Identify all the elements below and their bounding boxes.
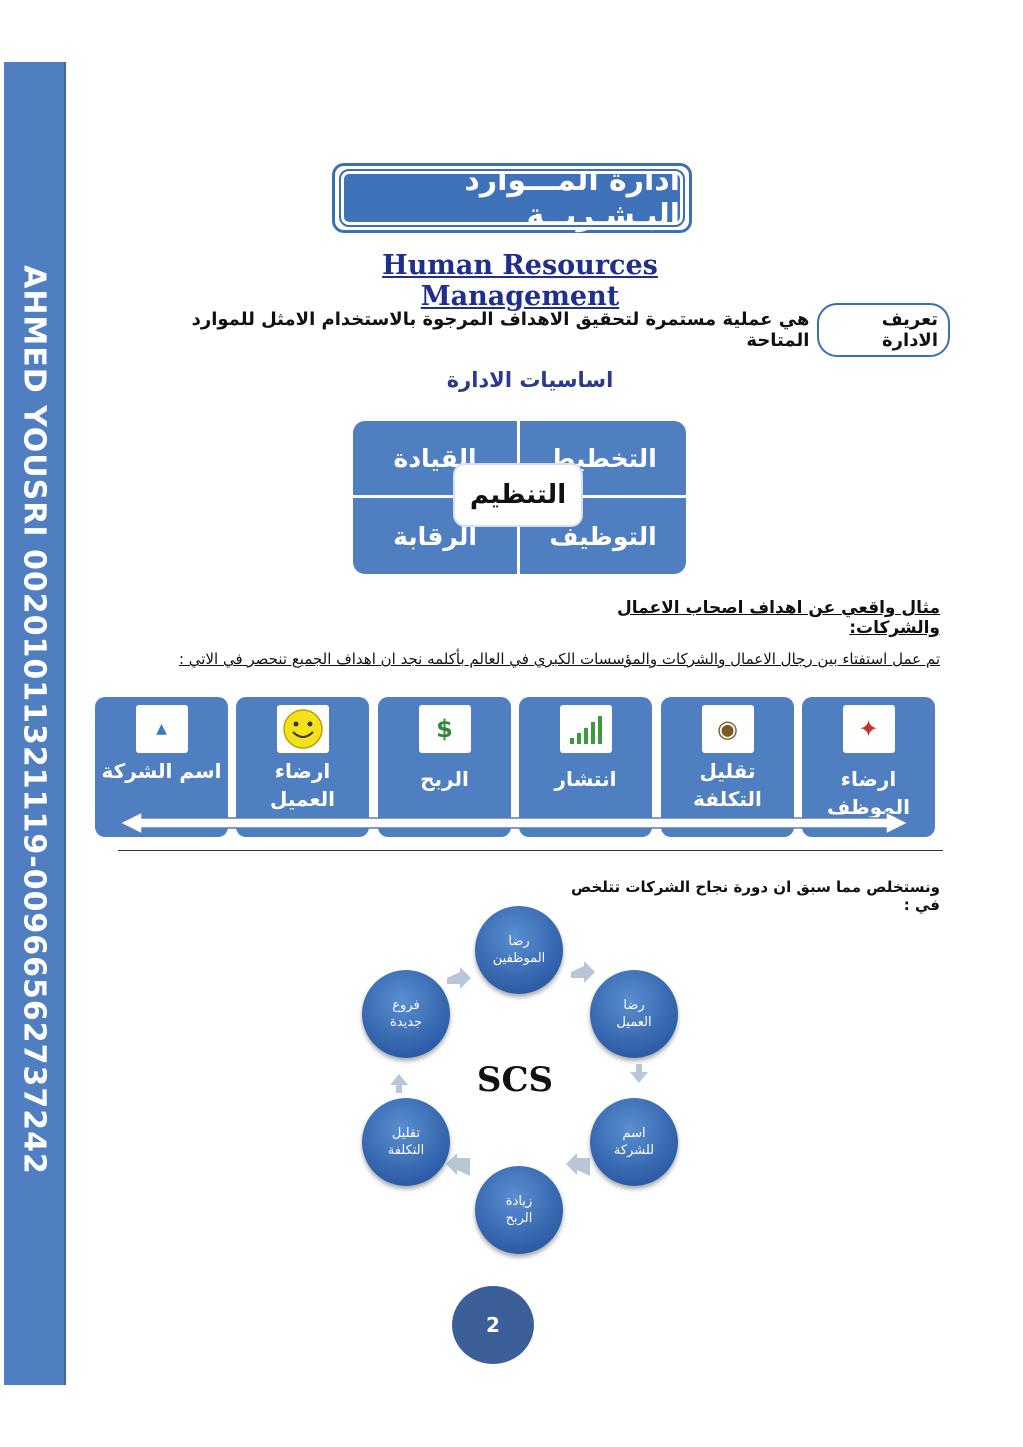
page-number: 2 [452, 1286, 534, 1364]
definition-label: تعريف الادارة [817, 303, 950, 357]
goal-company-name: ▲ اسم الشركة [95, 697, 228, 837]
goal-cost-reduction: ◉ تقليل التكلفة [661, 697, 794, 837]
cycle-center-label: SCS [476, 1060, 554, 1100]
smiley-icon [276, 705, 329, 753]
page-title: ادارة المـــوارد البـشـريــة [339, 163, 685, 233]
growth-chart-icon [559, 705, 612, 753]
goal-employee-satisfaction: ✦ ارضاء الموظف [802, 697, 935, 837]
success-icon: ▲ [135, 705, 188, 753]
goal-profit: $ الربح [378, 697, 511, 837]
double-arrow [118, 810, 910, 836]
basics-title: اساسيات الادارة [446, 368, 614, 392]
basics-organizing: التنظيم [455, 465, 581, 525]
definition-row: تعريف الادارة هي عملية مستمرة لتحقيق الا… [180, 303, 950, 357]
basics-control: الرقابة [353, 498, 517, 574]
money-bag-icon: ◉ [701, 705, 754, 753]
money-icon: $ [418, 705, 471, 753]
person-icon: ✦ [842, 705, 895, 753]
definition-text: هي عملية مستمرة لتحقيق الاهداف المرجوة ب… [191, 309, 810, 351]
goal-expansion: انتشار [519, 697, 652, 837]
example-title: مثال واقعي عن اهداف اصحاب الاعمال والشرك… [616, 598, 940, 638]
summary-text: ونستخلص مما سبق ان دورة نجاح الشركات تتل… [571, 878, 940, 914]
goal-customer-satisfaction: ارضاء العميل [236, 697, 369, 837]
divider [118, 850, 943, 851]
english-title: Human Resources Management [382, 250, 658, 312]
side-band [4, 62, 66, 1385]
survey-text: تم عمل استفتاء بين رجال الاعمال والشركات… [178, 650, 940, 668]
